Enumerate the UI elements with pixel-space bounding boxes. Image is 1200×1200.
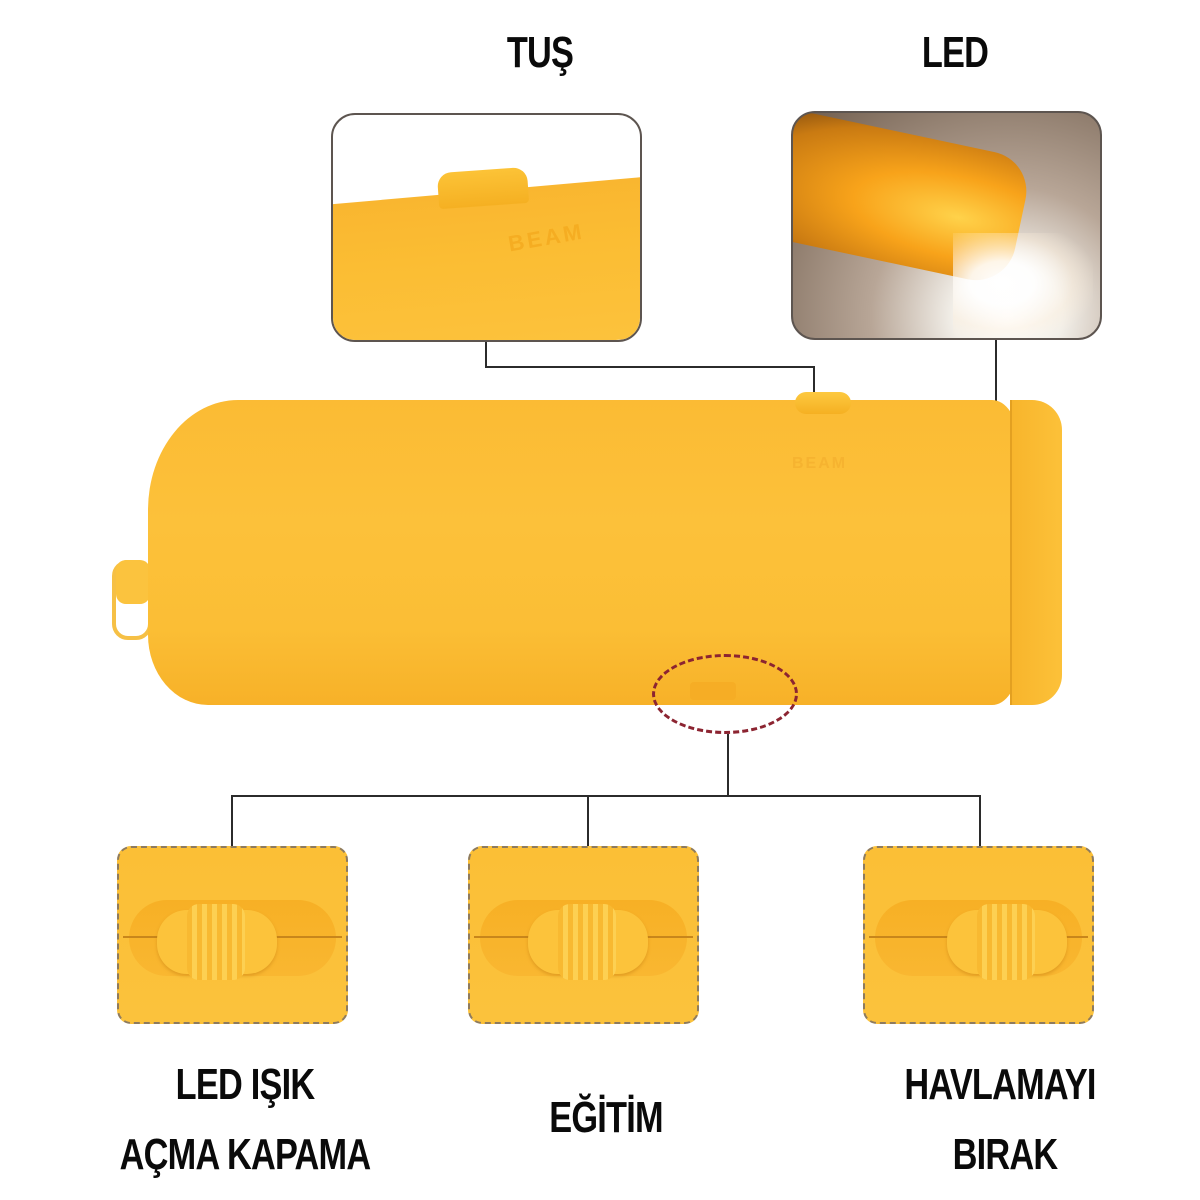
connector-tus-vertical-2 — [813, 366, 815, 394]
led-closeup-image — [791, 111, 1102, 340]
connector-switch-left — [231, 795, 233, 847]
connector-tus-horizontal — [485, 366, 815, 368]
label-stop-line1: HAVLAMAYI — [904, 1060, 1096, 1109]
ultrasonic-dog-repeller-device — [148, 400, 1018, 705]
knob-grip — [977, 904, 1035, 980]
switch-knob-left — [157, 904, 277, 980]
device-beam-emboss: BEAM — [792, 455, 848, 472]
switch-highlight-ring — [652, 654, 798, 734]
knob-grip — [187, 904, 245, 980]
connector-switch-center — [587, 795, 589, 847]
led-light-glow — [953, 233, 1093, 338]
label-training: EĞİTİM — [549, 1093, 663, 1142]
connector-switch-trunk — [727, 734, 729, 796]
switch-card-training — [468, 846, 699, 1024]
connector-switch-right — [979, 795, 981, 847]
switch-knob-center — [528, 904, 648, 980]
connector-tus-vertical-1 — [485, 342, 487, 367]
connector-switch-bus — [231, 795, 981, 797]
strap-clip — [116, 560, 150, 604]
label-stop-line2: BIRAK — [952, 1130, 1059, 1179]
label-led-line1: LED IŞIK — [175, 1060, 315, 1109]
button-closeup-image: BEAM — [331, 113, 642, 342]
led-label: LED — [921, 28, 989, 77]
switch-knob-right — [947, 904, 1067, 980]
switch-card-stop-barking — [863, 846, 1094, 1024]
device-front-cap — [1010, 400, 1062, 705]
push-button-closeup — [436, 166, 530, 210]
tus-label: TUŞ — [506, 28, 574, 77]
knob-grip — [558, 904, 616, 980]
label-led-line2: AÇMA KAPAMA — [119, 1130, 371, 1179]
top-push-button — [795, 392, 851, 414]
switch-card-led — [117, 846, 348, 1024]
